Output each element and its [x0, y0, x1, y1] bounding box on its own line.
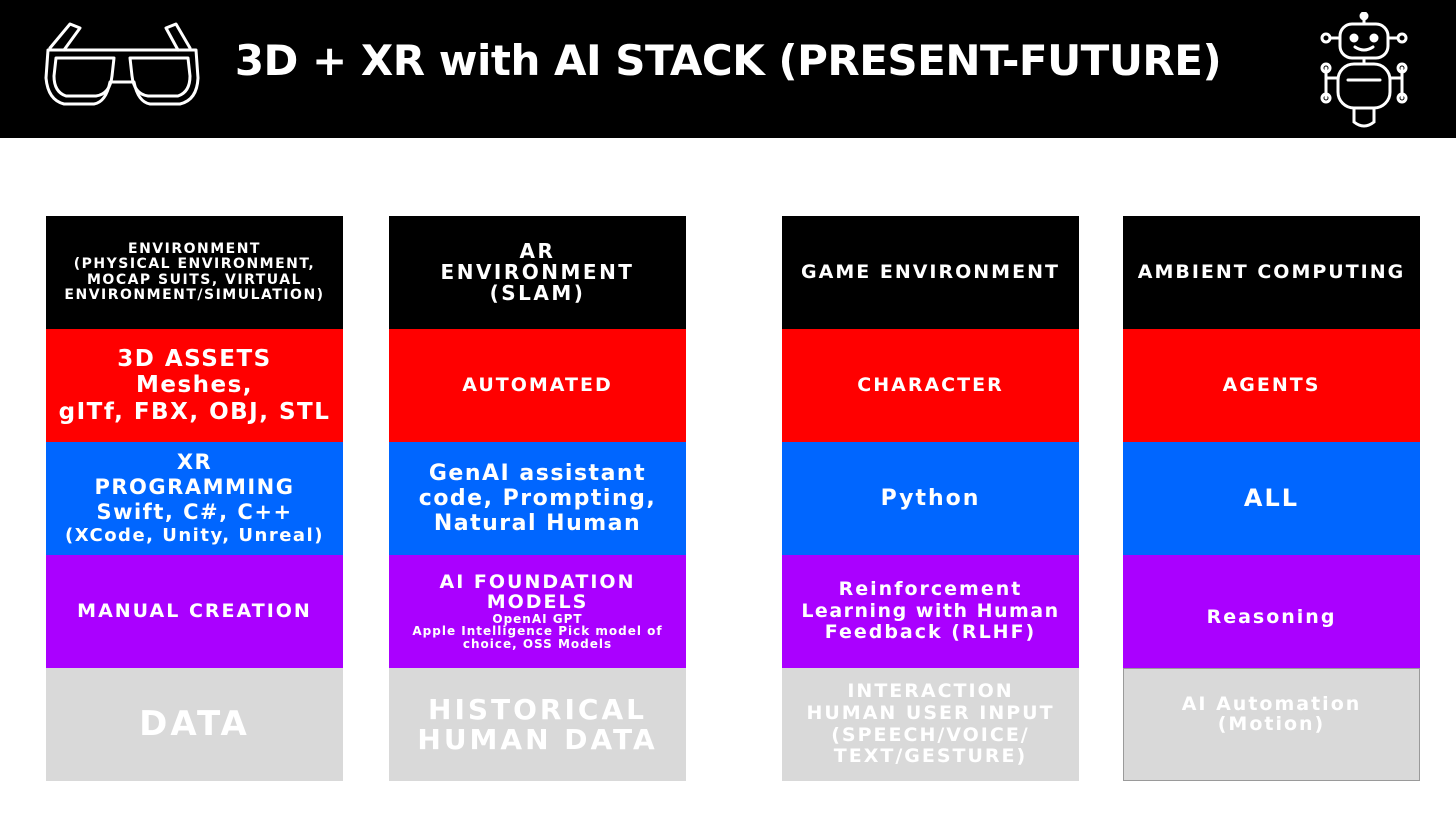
- stack-column-1: ENVIRONMENT (PHYSICAL ENVIRONMENT, MOCAP…: [46, 216, 343, 781]
- layer-text: HUMAN USER INPUT: [806, 701, 1055, 724]
- layer-text: Reasoning: [1206, 605, 1337, 628]
- data-layer: DATA: [46, 668, 343, 781]
- layer-text: AI Automation: [1181, 693, 1362, 715]
- layer-text: (Motion): [1217, 712, 1326, 735]
- layer-subtext: OpenAI GPT: [492, 611, 583, 626]
- layer-text: ENVIRONMENT/SIMULATION): [64, 286, 325, 303]
- data-layer: HISTORICAL HUMAN DATA: [389, 668, 686, 781]
- layer-text: 3D ASSETS: [117, 345, 272, 372]
- character-layer: CHARACTER: [782, 329, 1079, 442]
- layer-text: ENVIRONMENT: [128, 240, 261, 257]
- environment-layer: GAME ENVIRONMENT: [782, 216, 1079, 329]
- environment-layer: AR ENVIRONMENT (SLAM): [389, 216, 686, 329]
- header-bar: 3D + XR with AI STACK (PRESENT-FUTURE): [0, 0, 1456, 138]
- layer-text: TEXT/GESTURE): [833, 745, 1028, 768]
- layer-text: gITf, FBX, OBJ, STL: [58, 398, 331, 425]
- layer-text: (SLAM): [489, 281, 586, 305]
- data-layer: INTERACTION HUMAN USER INPUT (SPEECH/VOI…: [782, 668, 1079, 781]
- layer-subtext: choice, OSS Models: [462, 636, 613, 651]
- models-layer: MANUAL CREATION: [46, 555, 343, 668]
- layer-text: MANUAL CREATION: [77, 599, 312, 622]
- models-layer: Reasoning: [1123, 555, 1420, 668]
- layer-text: Meshes,: [135, 372, 254, 399]
- stack-column-3: GAME ENVIRONMENT CHARACTER Python Reinfo…: [782, 216, 1079, 781]
- layer-text: Python: [880, 485, 981, 511]
- layer-text: GenAI assistant: [428, 460, 647, 486]
- robot-icon: [1320, 12, 1408, 128]
- vr-glasses-icon: [44, 22, 200, 106]
- layer-text: ALL: [1243, 483, 1300, 512]
- stack-column-4: AMBIENT COMPUTING AGENTS ALL Reasoning A…: [1123, 216, 1420, 781]
- page-title: 3D + XR with AI STACK (PRESENT-FUTURE): [234, 35, 1222, 85]
- layer-text: HUMAN DATA: [417, 722, 658, 756]
- agents-layer: AGENTS: [1123, 329, 1420, 442]
- layer-text: code, Prompting,: [418, 485, 657, 511]
- layer-text: AUTOMATED: [462, 373, 613, 396]
- layer-text: (SPEECH/VOICE/: [831, 723, 1030, 746]
- layer-text: XR: [176, 449, 213, 474]
- layer-text: Learning with Human: [801, 599, 1060, 622]
- layer-text: MODELS: [486, 590, 589, 613]
- layer-text: AMBIENT COMPUTING: [1137, 260, 1406, 283]
- models-layer: AI FOUNDATION MODELS OpenAI GPT Apple In…: [389, 555, 686, 668]
- layer-text: PROGRAMMING: [94, 475, 295, 500]
- programming-layer: Python: [782, 442, 1079, 555]
- layer-text: AI FOUNDATION: [439, 570, 636, 593]
- layer-text: GAME ENVIRONMENT: [801, 260, 1060, 283]
- layer-text: HISTORICAL: [428, 693, 647, 727]
- layer-text: INTERACTION: [847, 679, 1014, 702]
- layer-text: Feedback (RLHF): [824, 621, 1037, 644]
- layer-text: (PHYSICAL ENVIRONMENT,: [73, 256, 316, 273]
- layer-subtext: Apple Intelligence Pick model of: [412, 624, 663, 639]
- layer-text: MOCAP SUITS, VIRTUAL: [86, 271, 302, 288]
- layer-text: Swift, C#, C++: [96, 500, 293, 525]
- environment-layer: ENVIRONMENT (PHYSICAL ENVIRONMENT, MOCAP…: [46, 216, 343, 329]
- layer-text: AR: [519, 239, 556, 263]
- layer-text: Natural Human: [433, 511, 642, 537]
- automated-layer: AUTOMATED: [389, 329, 686, 442]
- layer-text: Reinforcement: [838, 577, 1023, 600]
- layer-text: ENVIRONMENT: [440, 260, 635, 284]
- layer-text: DATA: [139, 703, 250, 744]
- models-layer: Reinforcement Learning with Human Feedba…: [782, 555, 1079, 668]
- assets-layer: 3D ASSETS Meshes, gITf, FBX, OBJ, STL: [46, 329, 343, 442]
- environment-layer: AMBIENT COMPUTING: [1123, 216, 1420, 329]
- layer-text: CHARACTER: [857, 373, 1004, 396]
- data-layer: AI Automation (Motion): [1123, 668, 1420, 781]
- layer-text: (XCode, Unity, Unreal): [65, 525, 324, 547]
- programming-layer: ALL: [1123, 442, 1420, 555]
- programming-layer: XR PROGRAMMING Swift, C#, C++ (XCode, Un…: [46, 442, 343, 555]
- stack-column-2: AR ENVIRONMENT (SLAM) AUTOMATED GenAI as…: [389, 216, 686, 781]
- layer-text: AGENTS: [1222, 373, 1321, 396]
- programming-layer: GenAI assistant code, Prompting, Natural…: [389, 442, 686, 555]
